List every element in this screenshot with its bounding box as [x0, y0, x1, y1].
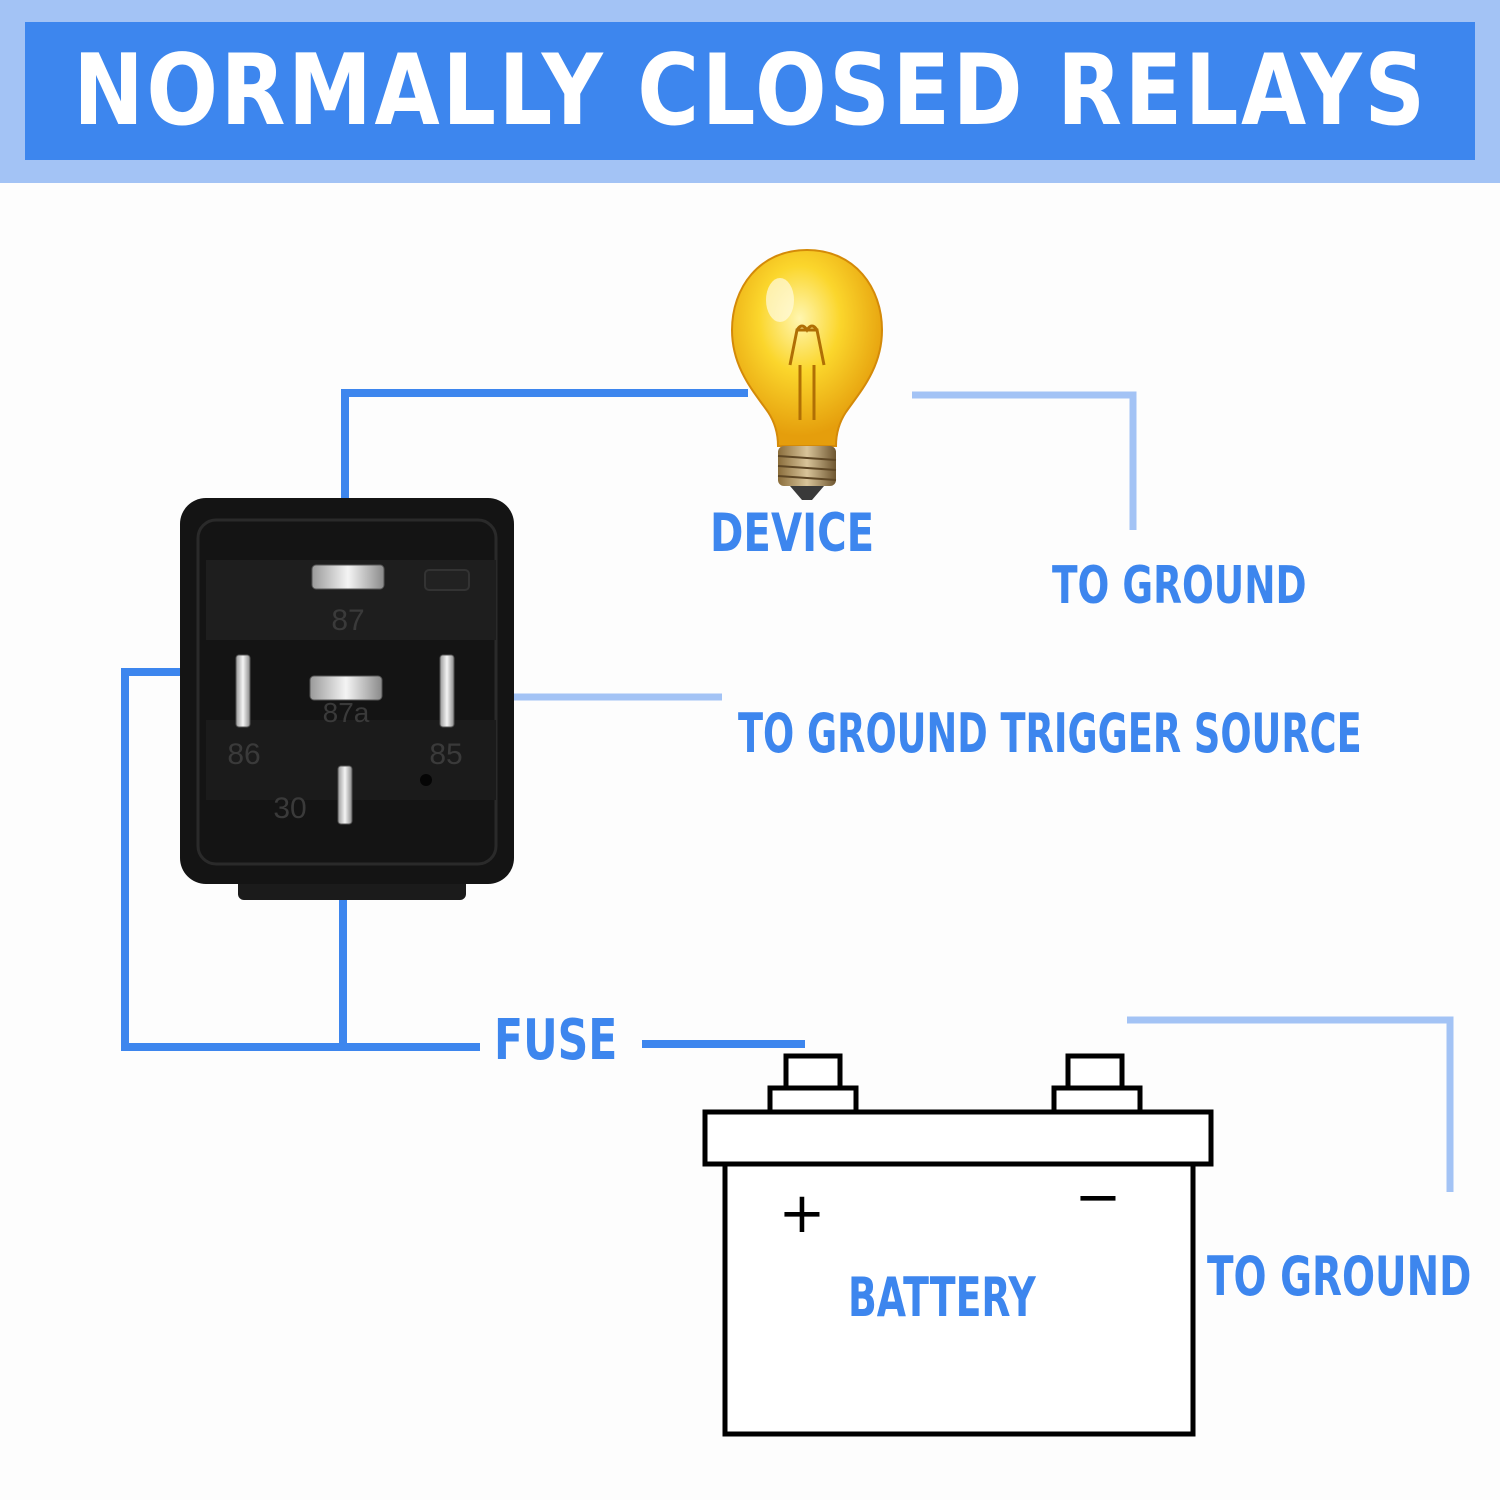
trigger-ground-label: TO GROUND TRIGGER SOURCE [738, 702, 1362, 765]
battery-label: BATTERY [848, 1266, 1036, 1329]
ground-label-top: TO GROUND [1052, 556, 1307, 616]
pin-label-85: 85 [429, 738, 462, 771]
pin-label-30: 30 [273, 792, 306, 825]
device-label: DEVICE [710, 503, 875, 564]
page-title: NORMALLY CLOSED RELAYS [72, 34, 1428, 148]
battery-minus-sign: − [1075, 1165, 1122, 1230]
pin-85 [439, 654, 455, 728]
pin-30 [337, 765, 353, 825]
fuse-label: FUSE [494, 1008, 618, 1073]
battery-plus-sign: + [779, 1181, 826, 1246]
battery-body [722, 1161, 1196, 1437]
device-ground-wire [912, 391, 1137, 530]
pin-87 [311, 564, 385, 590]
battery-lid [702, 1109, 1214, 1167]
pin-label-87a: 87a [323, 697, 370, 728]
light-bulb-icon [730, 248, 884, 500]
title-banner: NORMALLY CLOSED RELAYS [0, 0, 1500, 183]
pin-label-87: 87 [331, 604, 364, 637]
relay-icon: 87 87a 86 85 30 [180, 498, 514, 900]
pin-label-86: 86 [227, 738, 260, 771]
ground-label-bottom: TO GROUND [1207, 1245, 1472, 1308]
battery-terminal-negative [1065, 1053, 1125, 1093]
title-box: NORMALLY CLOSED RELAYS [25, 22, 1475, 160]
pin-86 [235, 654, 251, 728]
pin-87a [309, 675, 383, 701]
battery-ground-wire [1127, 1016, 1454, 1192]
battery-terminal-positive [783, 1053, 843, 1093]
battery-icon [702, 1053, 1214, 1437]
